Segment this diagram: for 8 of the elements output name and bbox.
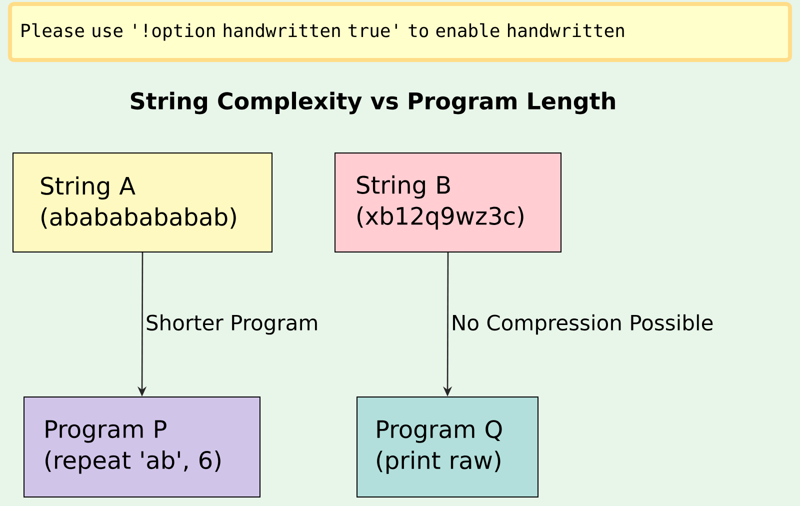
process-box: Program Q (print raw)	[356, 396, 538, 498]
process-box: Program P (repeat 'ab', 6)	[24, 396, 260, 498]
process-box: String B (xb12q9wz3c)	[334, 152, 562, 252]
note-box: Please use '!option handwritten true' to enable handwritten	[8, 2, 792, 62]
process-box: String A (abababababab)	[12, 152, 272, 252]
diagram-title: String Complexity vs Program Length	[130, 92, 615, 114]
edge-label: Shorter Program	[146, 314, 317, 335]
edge-label: No Compression Possible	[453, 314, 713, 335]
